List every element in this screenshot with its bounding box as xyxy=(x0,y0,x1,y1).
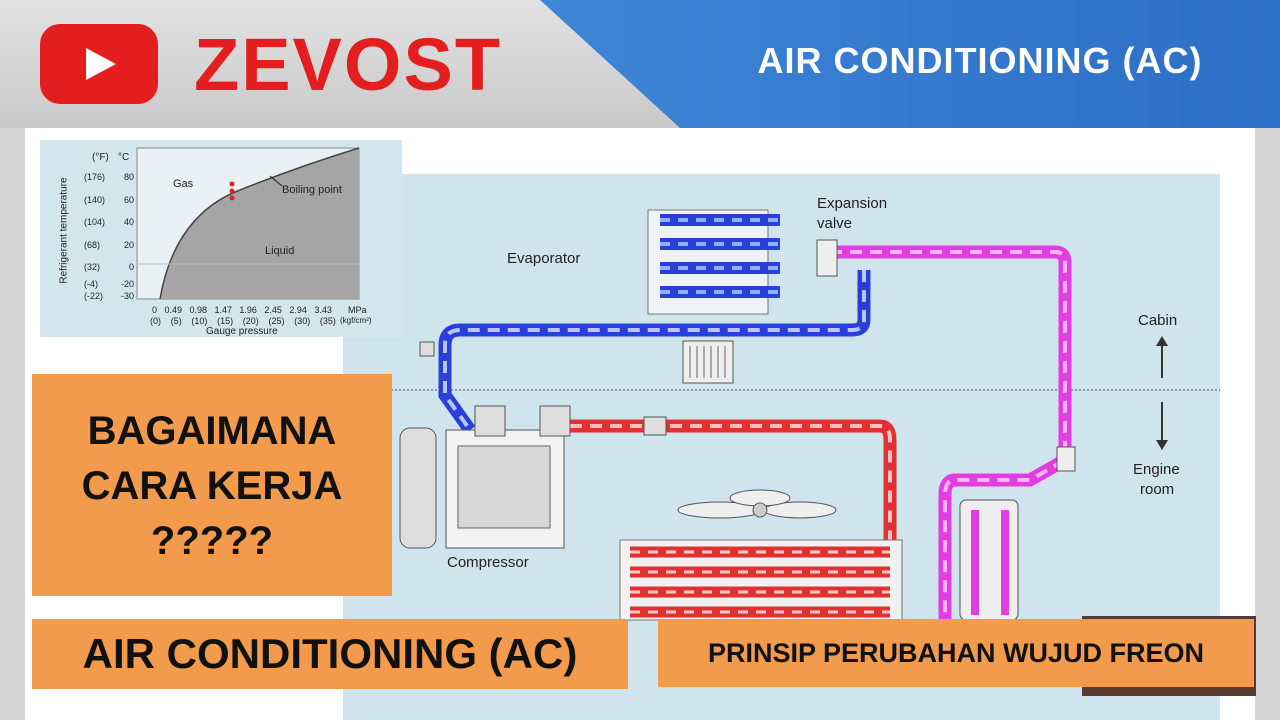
receiver-drier xyxy=(959,499,1019,621)
tick-kgf: (5) xyxy=(170,316,182,326)
blower-fan xyxy=(682,340,734,384)
evaporator-coil xyxy=(647,209,780,315)
tick-mpa: 2.45 xyxy=(264,305,282,315)
tick-c: 0 xyxy=(128,262,134,272)
tick-kgf: (0) xyxy=(150,316,161,326)
tick-f: (176) xyxy=(84,172,106,182)
expansion-valve-label-1: Expansion xyxy=(817,195,888,212)
question-line: ????? xyxy=(150,519,274,563)
condenser-coil xyxy=(619,539,903,621)
condenser-fan xyxy=(677,489,837,519)
compressor xyxy=(399,405,571,549)
tick-kgf: (25) xyxy=(268,316,285,326)
tick-kgf: (20) xyxy=(242,316,259,326)
brand-name: ZEVOST xyxy=(194,23,503,106)
cabin-arrow xyxy=(1156,336,1168,378)
graph-unit-f: (°F) xyxy=(92,152,109,163)
tick-kgf: (35) xyxy=(319,316,336,326)
tick-c: 20 xyxy=(123,239,134,250)
expansion-valve-label-2: valve xyxy=(817,215,853,232)
tick-mpa: 0.98 xyxy=(189,305,207,315)
engine-room-label-1: Engine xyxy=(1133,461,1180,478)
graph-y-label: Refrigerant temperature xyxy=(58,177,70,284)
question-box xyxy=(32,374,392,596)
tick-kgf: (10) xyxy=(191,316,208,326)
footer-subtitle-box: PRINSIP PERUBAHAN WUJUD FREON xyxy=(658,619,1254,687)
graph-gas-label: Gas xyxy=(173,178,194,190)
tick-c: 80 xyxy=(123,172,134,182)
play-icon xyxy=(40,24,158,104)
tick-f: (140) xyxy=(84,194,106,205)
graph-boiling-label: Boiling point xyxy=(282,184,342,196)
tick-c: 40 xyxy=(123,217,134,227)
engine-room-label-2: room xyxy=(1140,481,1175,498)
compressor-label: Compressor xyxy=(447,554,529,571)
graph-x-unit-kgf: (kgf/cm²) xyxy=(340,316,372,325)
tick-kgf: (15) xyxy=(217,316,234,326)
header-title: AIR CONDITIONING (AC) xyxy=(757,40,1203,81)
discharge-line xyxy=(550,416,897,580)
footer-title: AIR CONDITIONING (AC) xyxy=(82,630,578,677)
tick-f: (68) xyxy=(84,239,101,250)
liquid-line xyxy=(816,239,1076,620)
graph-x-ticks-kgf: (0) (5) (10) (15) (20) (25) (30) (35) xyxy=(150,316,336,326)
footer-subtitle: PRINSIP PERUBAHAN WUJUD FREON xyxy=(707,638,1205,668)
tick-mpa: 2.94 xyxy=(289,305,307,315)
tick-c: -30 xyxy=(120,291,134,301)
graph-liquid-label: Liquid xyxy=(265,245,295,257)
tick-mpa: 1.96 xyxy=(239,305,257,315)
question-line: CARA KERJA xyxy=(81,464,343,508)
graph-y-ticks: (176) 80 (140) 60 (104) 40 (68) 20 (32) 0 xyxy=(84,166,134,279)
graph-unit-c: °C xyxy=(118,152,130,163)
footer-title-box: AIR CONDITIONING (AC) xyxy=(32,619,628,689)
graph-x-ticks-mpa: 0 0.49 0.98 1.47 1.96 2.45 2.94 3.43 xyxy=(152,305,332,315)
tick-f: (-4) xyxy=(84,279,98,289)
tick-c: -20 xyxy=(120,279,134,289)
tick-c: 60 xyxy=(123,194,134,205)
tick-f: (32) xyxy=(84,262,101,272)
low-pressure-line xyxy=(419,270,871,434)
tick-kgf: (30) xyxy=(294,316,311,326)
cabin-label: Cabin xyxy=(1138,312,1178,329)
graph-x-label: Gauge pressure xyxy=(206,326,278,337)
tick-f: (-22) xyxy=(84,291,104,301)
graph-plot xyxy=(136,147,360,300)
evaporator-label: Evaporator xyxy=(507,250,581,267)
graph-y-ticks-low: (-4) -20 (-22) -30 xyxy=(84,278,134,302)
question-text: BAGAIMANA CARA KERJA ????? xyxy=(32,404,392,569)
tick-f: (104) xyxy=(84,217,106,227)
tick-mpa: 0.49 xyxy=(164,305,182,315)
question-line: BAGAIMANA xyxy=(87,409,337,453)
engine-room-arrow xyxy=(1156,402,1168,450)
graph-x-unit-mpa: MPa xyxy=(348,305,367,315)
tick-mpa: 0 xyxy=(152,305,158,315)
header-right-banner xyxy=(540,0,1280,128)
tick-mpa: 3.43 xyxy=(314,305,332,315)
tick-mpa: 1.47 xyxy=(214,305,232,315)
